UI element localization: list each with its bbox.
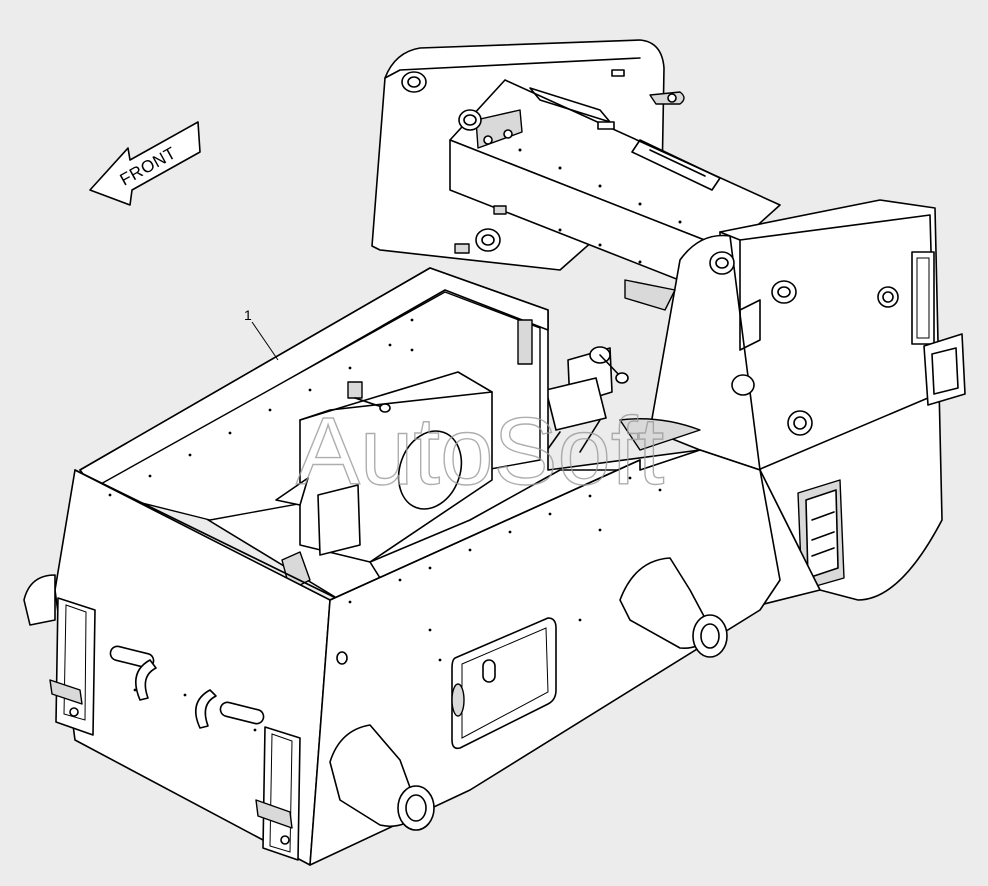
callout-1: 1 (244, 307, 279, 361)
top-crossmember (449, 69, 781, 301)
callout-number: 1 (244, 307, 252, 323)
front-direction-arrow: FRONT (89, 121, 201, 206)
center-bracket (539, 346, 701, 461)
axle-tube-rear (619, 557, 728, 658)
axle-tube-front (329, 724, 435, 831)
main-frame (23, 267, 821, 866)
watermark: AutoSoft (296, 398, 664, 505)
